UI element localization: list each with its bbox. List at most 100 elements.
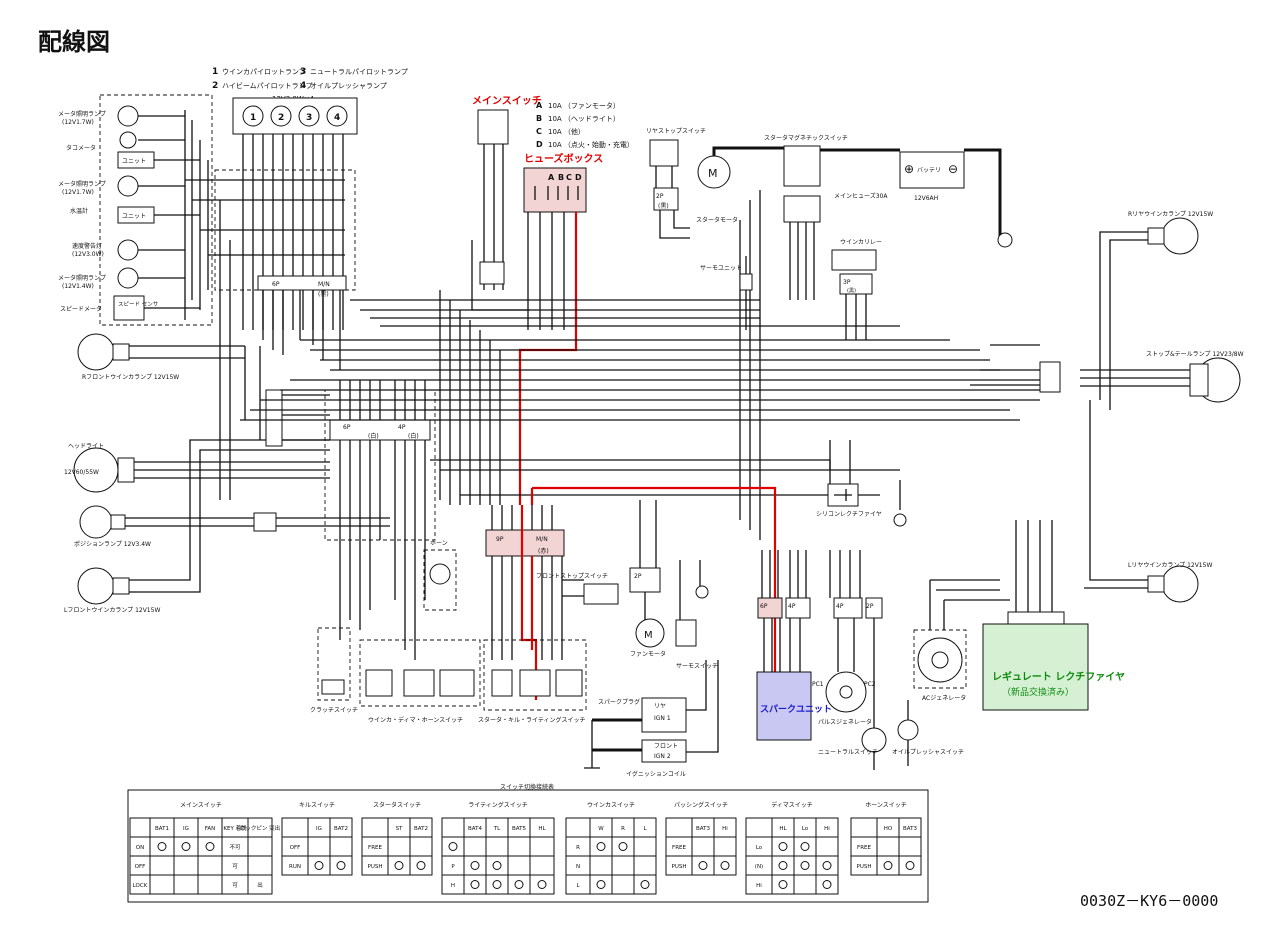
table-header-cell: BAT2 xyxy=(334,826,348,832)
table-cell: FREE xyxy=(857,845,871,851)
regulator-label-2: （新品交換済み） xyxy=(1002,686,1074,698)
rear-stop-switch: リヤストップスイッチ 2P (黒) xyxy=(646,128,706,239)
unit-2-label: ユニット xyxy=(122,213,146,220)
connector-9p-red-color: (赤) xyxy=(538,548,549,555)
ign2-label: IGN 2 xyxy=(654,753,671,760)
table-cell: FREE xyxy=(368,845,382,851)
table-cell: P xyxy=(451,864,455,870)
table-header-cell: KEY 着脱 xyxy=(223,824,247,832)
legend-lamp-3-num: 3 xyxy=(300,67,306,77)
table-header-cell: Lo xyxy=(802,826,809,832)
central-bundle xyxy=(240,190,1050,540)
tachometer-label: タコメータ xyxy=(66,144,96,152)
pilot-lamp-3: 3 xyxy=(306,113,312,123)
switch-table-caption: スイッチ切換接続表 xyxy=(500,783,554,791)
winker-dimmer-horn-switch-label: ウインカ・ディマ・ホーンスイッチ xyxy=(368,716,463,724)
meter-light-3: メータ照明ランプ (12V1.4W) xyxy=(58,267,139,290)
rear-ign-label: リヤ xyxy=(654,703,666,710)
battery-rating: 12V6AH xyxy=(914,195,938,202)
fuse-a-text: 10A （ファンモータ） xyxy=(548,101,620,110)
contact-dot xyxy=(470,880,480,889)
horn: ホーン xyxy=(423,540,457,611)
starter-motor-label: スタータモータ xyxy=(696,216,738,224)
fuse-a-id: A xyxy=(536,101,543,110)
fan-motor: 2P M ファンモータ xyxy=(629,500,666,658)
fuse-c-pos: C xyxy=(566,173,572,182)
table-cell: 出 xyxy=(257,881,263,889)
table-header-cell: BAT3 xyxy=(903,826,917,832)
pilot-lamps: 1 2 3 4 xyxy=(232,97,358,135)
thermo-switch: サーモスイッチ xyxy=(675,560,718,670)
contact-dot xyxy=(181,842,191,851)
contact-dot xyxy=(596,842,606,851)
table-cell: N xyxy=(576,864,580,870)
table-cell: Hi xyxy=(756,883,762,889)
front-ign-label: フロント xyxy=(654,743,678,750)
connector-3p-relay: 3P xyxy=(843,279,851,286)
regulator-rectifier: レギュレート レクチファイヤ （新品交換済み） xyxy=(982,520,1125,711)
neutral-switch: 2P ニュートラルスイッチ xyxy=(818,597,887,770)
contact-dot xyxy=(596,880,606,889)
contact-dot xyxy=(492,880,502,889)
contact-dot xyxy=(800,861,810,870)
fuse-box-label: ヒューズボックス xyxy=(524,152,603,165)
connector-4p-white-label: 4P xyxy=(398,424,406,431)
legend-lamp-2-num: 2 xyxy=(212,81,218,91)
switch-table-name: ディマスイッチ xyxy=(771,801,813,809)
connector-2p-fan: 2P xyxy=(634,573,642,580)
fuse-d-text: 10A （点火・始動・充電） xyxy=(548,140,634,149)
ignition-coil-label: イグニッションコイル xyxy=(626,770,686,778)
starter-magnetic-switch: スタータマグネチックスイッチ メインヒューズ30A xyxy=(764,134,900,300)
contact-dot xyxy=(314,861,324,870)
connector-6p-black-label: 6P xyxy=(272,281,280,288)
switch-table-name: ウインカスイッチ xyxy=(587,801,635,809)
main-fuse-label: メインヒューズ30A xyxy=(834,192,888,200)
contact-dot xyxy=(698,861,708,870)
fuse-c-text: 10A （他） xyxy=(548,127,585,136)
table-header-cell: IG xyxy=(316,826,322,832)
connector-2p-neutral: 2P xyxy=(866,603,874,610)
regulator-label-1: レギュレート レクチファイヤ xyxy=(992,670,1125,683)
oil-pressure-switch-label: オイルプレッシャスイッチ xyxy=(892,749,964,756)
contact-dot xyxy=(778,842,788,851)
table-cell: (N) xyxy=(755,864,763,870)
table-cell: OFF xyxy=(135,864,146,870)
pulse-generator: 4P PC1 PC2 パルスジェネレータ xyxy=(812,550,876,726)
switch-table-name: ホーンスイッチ xyxy=(865,802,907,809)
clutch-switch-label: クラッチスイッチ xyxy=(310,707,358,714)
thermo-switch-label: サーモスイッチ xyxy=(676,663,718,670)
fuse-box: ヒューズボックス A B C D xyxy=(518,152,603,505)
ac-generator-label: ACジェネレータ xyxy=(922,694,966,702)
contact-dot xyxy=(157,842,167,851)
pilot-lamp-2: 2 xyxy=(278,113,284,123)
meter-light-1-label: メータ照明ランプ xyxy=(58,110,106,118)
contact-dot xyxy=(778,880,788,889)
contact-dot xyxy=(883,861,893,870)
contact-dot xyxy=(720,861,730,870)
stop-tail-lamp: ストップ&テールランプ 12V23/8W xyxy=(960,344,1244,403)
table-header-cell: IG xyxy=(183,826,189,832)
contact-dot xyxy=(618,842,628,851)
table-header-cell: Hi xyxy=(824,826,830,832)
table-cell: R xyxy=(576,845,580,851)
connector-9p-red: 9P M/N (赤) xyxy=(485,486,777,700)
legend-lamp-3-label: ニュートラルパイロットランプ xyxy=(310,68,408,76)
position-lamp-label: ポジションランプ 12V3.4W xyxy=(74,540,151,548)
spark-unit: 6P 4P スパークユニット xyxy=(756,550,832,741)
meter-light-2-rating: (12V1.7W) xyxy=(62,189,94,196)
contact-dot xyxy=(822,880,832,889)
table-cell: OFF xyxy=(290,845,301,851)
legend-lamp-4-num: 4 xyxy=(300,81,306,91)
fuse-b-id: B xyxy=(536,114,542,123)
contact-dot xyxy=(448,842,458,851)
starter-kill-lighting-switch: スタータ・キル・ライティングスイッチ xyxy=(478,639,587,724)
table-header-cell: FAN xyxy=(205,826,216,832)
fan-motor-m: M xyxy=(644,630,653,641)
table-cell: 可 xyxy=(232,863,238,870)
oil-pressure-switch: オイルプレッシャスイッチ xyxy=(892,700,964,766)
